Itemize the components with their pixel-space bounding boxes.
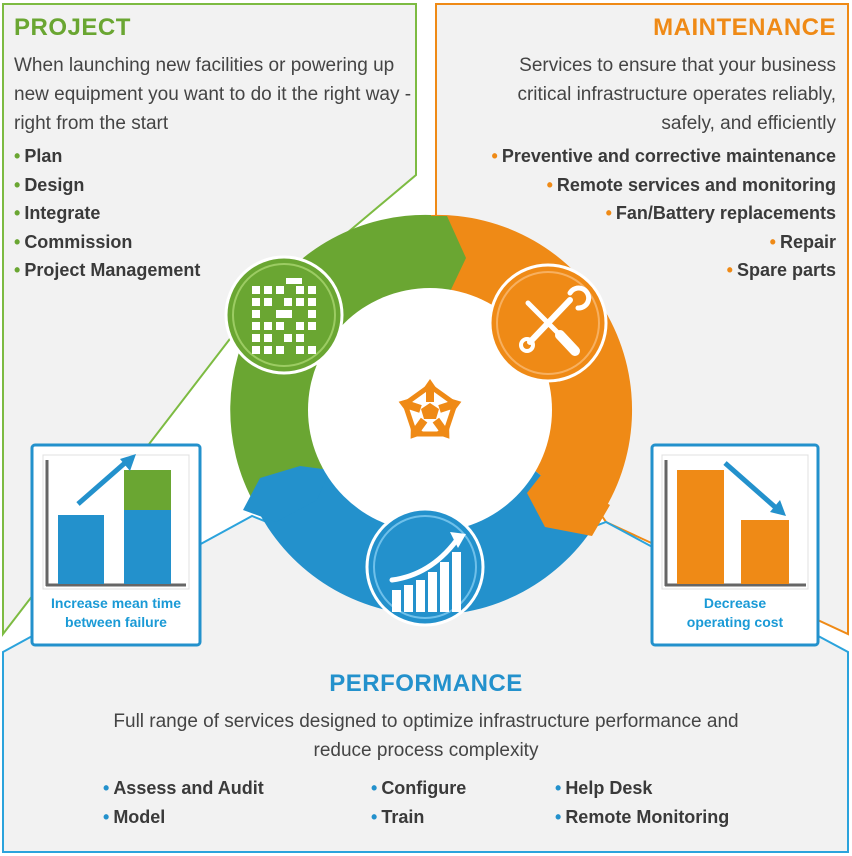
performance-title: PERFORMANCE	[329, 670, 523, 697]
performance-list-col1: •Assess and Audit •Model	[103, 774, 264, 831]
list-item: •Spare parts	[726, 260, 836, 280]
maintenance-title: MAINTENANCE	[653, 14, 836, 41]
performance-list-col2: •Configure •Train	[371, 774, 466, 831]
cost-caption: Decrease operating cost	[686, 595, 784, 630]
mtbf-bar-gain	[124, 470, 171, 510]
mtbf-card	[30, 443, 202, 647]
list-item: •Train	[371, 806, 425, 827]
list-item: •Design	[14, 174, 85, 195]
list-item: •Model	[103, 806, 166, 827]
arrow-notch-left	[243, 466, 330, 522]
cost-card	[650, 443, 820, 647]
pentagon-arrows-icon	[398, 379, 462, 439]
mtbf-bar-before	[58, 515, 104, 584]
down-arrow-icon	[770, 500, 786, 516]
wrench-screwdriver-icon	[488, 263, 608, 383]
arrow-notch-top	[416, 216, 466, 298]
list-item: •Remote Monitoring	[555, 806, 730, 827]
list-item: •Commission	[14, 231, 133, 252]
list-item: •Project Management	[14, 260, 201, 280]
list-item: •Repair	[769, 231, 836, 252]
maintenance-description: Services to ensure that your business cr…	[517, 55, 836, 134]
maintenance-list: •Preventive and corrective maintenance •…	[492, 142, 836, 285]
performance-description: Full range of services designed to optim…	[113, 711, 739, 761]
list-item: •Configure	[371, 778, 467, 798]
list-item: •Plan	[14, 146, 63, 166]
mtbf-bar-after	[124, 510, 171, 584]
project-list: •Plan •Design •Integrate •Commission •Pr…	[14, 142, 200, 285]
list-item: •Integrate	[14, 203, 101, 223]
mtbf-caption: Increase mean time between failure	[51, 595, 181, 630]
arrow-notch-right	[527, 470, 610, 536]
list-item: •Preventive and corrective maintenance	[491, 146, 836, 166]
list-item: •Assess and Audit	[103, 778, 264, 798]
list-item: •Help Desk	[555, 778, 653, 798]
performance-list-col3: •Help Desk •Remote Monitoring	[555, 774, 729, 831]
project-description: When launching new facilities or powerin…	[14, 55, 412, 134]
cost-bar-after	[741, 520, 789, 584]
list-item: •Fan/Battery replacements	[605, 203, 836, 223]
cost-bar-before	[677, 470, 724, 584]
list-item: •Remote services and monitoring	[546, 174, 836, 195]
up-arrow-icon	[120, 454, 136, 471]
building-icon	[224, 255, 344, 375]
project-title: PROJECT	[14, 14, 131, 41]
growth-chart-icon	[365, 507, 485, 627]
